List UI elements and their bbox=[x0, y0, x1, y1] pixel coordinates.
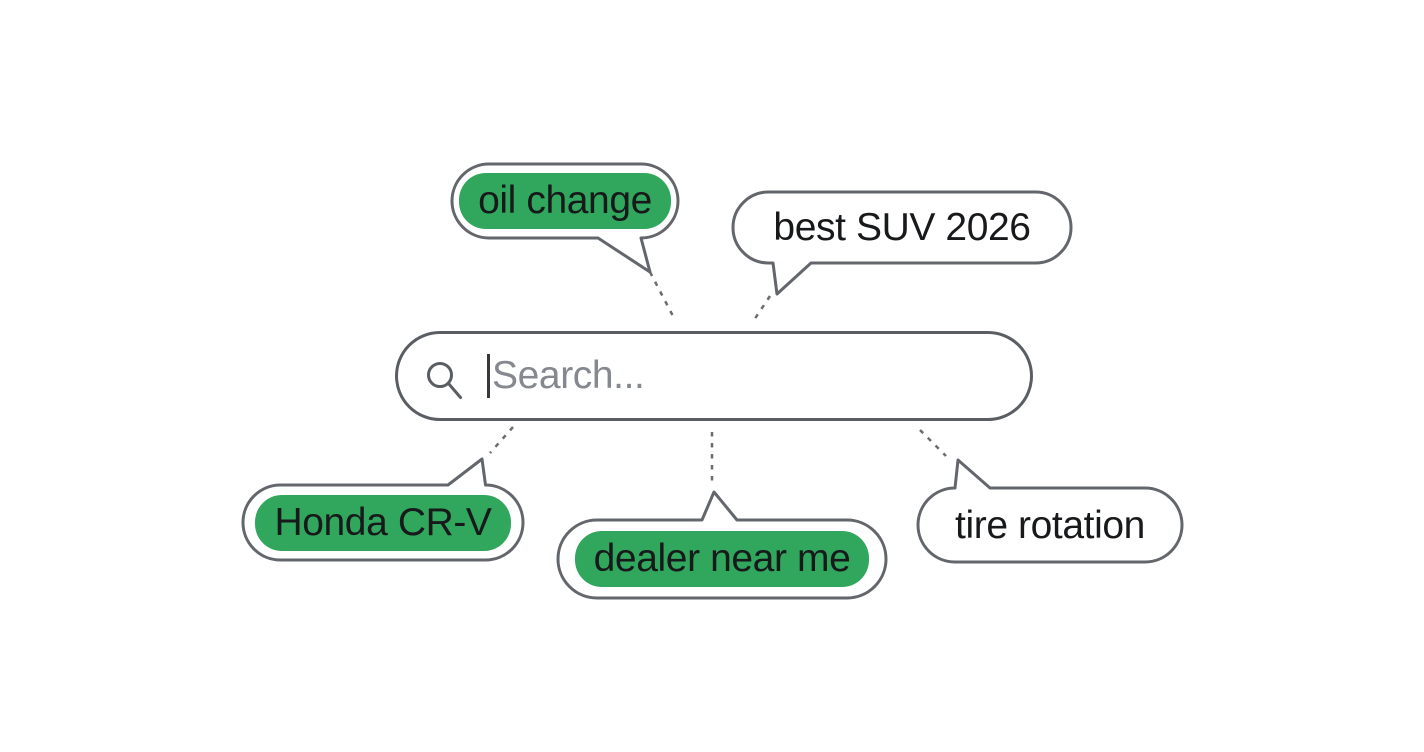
suggestion-bubble-tire-rotation[interactable]: tire rotation bbox=[916, 458, 1184, 564]
search-input[interactable] bbox=[492, 334, 992, 418]
dotted-connector-honda-crv bbox=[489, 426, 514, 454]
dotted-connector-best-suv bbox=[752, 295, 772, 321]
highlight-pill-label: dealer near me bbox=[574, 531, 870, 587]
dotted-connector-oil-change bbox=[648, 271, 676, 319]
highlight-pill-label: oil change bbox=[459, 173, 671, 229]
speech-bubble-shape bbox=[731, 190, 1073, 296]
suggestion-bubble-best-suv[interactable]: best SUV 2026 bbox=[731, 190, 1073, 296]
text-cursor bbox=[487, 354, 490, 398]
search-icon bbox=[427, 362, 462, 399]
suggestion-label: best SUV 2026 bbox=[773, 206, 1031, 249]
suggestion-label: tire rotation bbox=[955, 503, 1145, 547]
speech-bubble-shape bbox=[916, 458, 1184, 564]
dotted-connector-tire-rotation bbox=[919, 429, 947, 457]
suggestion-bubble-dealer-near-me[interactable]: dealer near me bbox=[556, 490, 888, 600]
suggestion-bubble-oil-change[interactable]: oil change bbox=[450, 162, 680, 274]
suggestion-bubble-honda-crv[interactable]: Honda CR-V bbox=[241, 457, 525, 563]
search-bar bbox=[395, 331, 1033, 421]
highlight-pill-label: Honda CR-V bbox=[255, 494, 511, 551]
